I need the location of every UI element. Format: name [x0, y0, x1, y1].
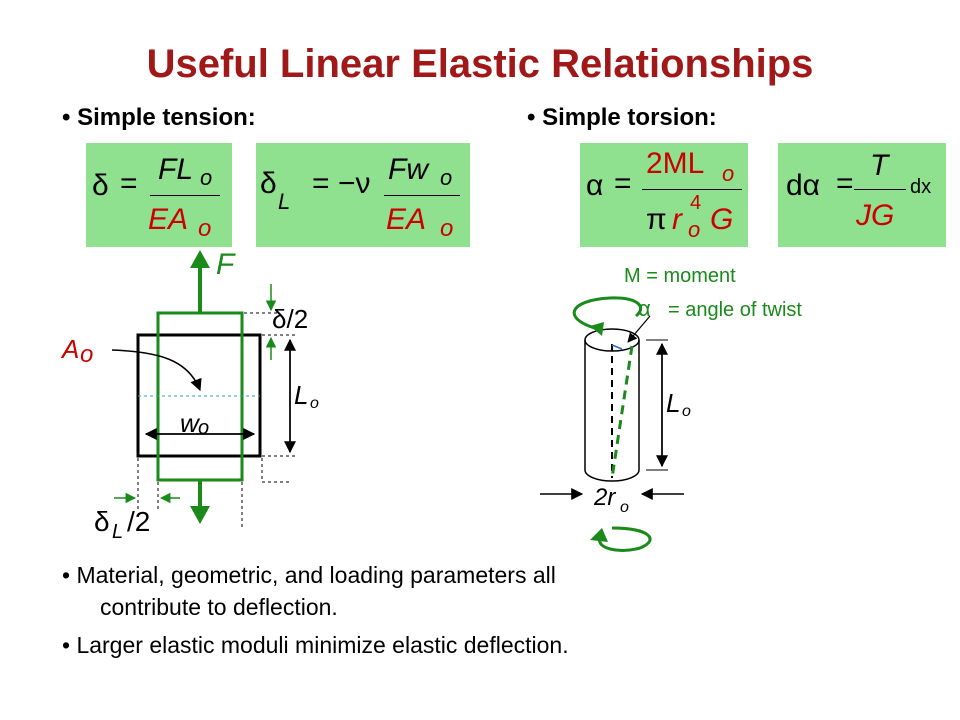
numerator: Fw — [388, 153, 428, 186]
fraction-bar — [854, 189, 906, 190]
delta-symbol: δ — [260, 167, 277, 200]
shear-modulus: G — [710, 203, 734, 236]
alpha-pointer — [627, 315, 651, 343]
bullet-1-continuation: contribute to deflection. — [100, 594, 338, 620]
denominator-subscript: o — [198, 215, 212, 242]
cylinder-bottom — [584, 469, 640, 482]
numerator: FL — [158, 153, 194, 186]
width-label: w — [180, 408, 199, 438]
radius-symbol: r — [672, 203, 682, 236]
torsion-length-label: L — [666, 388, 681, 418]
denominator-subscript: o — [440, 215, 454, 242]
dx: dx — [910, 176, 932, 198]
denominator: JG — [856, 199, 895, 232]
fraction-bar — [150, 195, 220, 196]
bullet-1: • Material, geometric, and loading param… — [62, 562, 556, 588]
denominator: EA — [148, 203, 189, 236]
moment-legend: M = moment — [624, 265, 736, 287]
delta-symbol: δ — [92, 169, 109, 202]
numerator: T — [870, 149, 889, 182]
torsion-equation-2: dα = T JG dx — [778, 143, 946, 247]
diameter-label: 2r — [594, 484, 616, 511]
alpha-legend-symbol: α — [638, 296, 651, 321]
alpha-legend-text: = angle of twist — [668, 299, 802, 321]
tension-heading: • Simple tension: — [62, 104, 256, 131]
denominator: EA — [386, 203, 427, 236]
fraction-bar — [384, 195, 460, 196]
pi-symbol: π — [646, 203, 667, 236]
delta-subscript: L — [278, 189, 291, 214]
torsion-heading: • Simple torsion: — [527, 104, 717, 131]
force-label: F — [216, 248, 235, 281]
numerator-subscript: o — [200, 165, 213, 190]
tension-diagram — [111, 250, 296, 530]
equals-sign: = — [120, 167, 138, 200]
minus-nu: −ν — [338, 167, 371, 200]
radius-exponent: 4 — [690, 192, 702, 214]
area-pointer — [111, 349, 202, 392]
force-arrowhead-up — [190, 250, 210, 268]
numerator: 2ML — [646, 147, 705, 180]
twisted-line — [610, 345, 634, 479]
half-elongation-label: δ/2 — [272, 304, 309, 334]
numerator-subscript: o — [722, 161, 735, 186]
torsion-equation-1: α = 2ML o π r 4 o G — [580, 143, 748, 247]
length-label: L — [294, 380, 309, 410]
width-subscript: o — [198, 417, 210, 439]
numerator-subscript: o — [440, 165, 453, 190]
bullet-2: • Larger elastic moduli minimize elastic… — [62, 632, 569, 658]
moment-arrow-bottom — [598, 526, 652, 552]
lateral-delta-subscript: L — [112, 521, 124, 543]
diameter-subscript: o — [620, 499, 629, 516]
fraction-bar — [642, 189, 742, 190]
area-label: A — [62, 334, 80, 364]
tension-equation-1: δ = FL o EA o — [86, 143, 232, 247]
lateral-delta-symbol: δ — [94, 506, 110, 537]
torsion-diagram — [540, 296, 684, 552]
equals-sign: = — [836, 167, 854, 200]
length-subscript: o — [310, 395, 319, 412]
equals-sign: = — [614, 167, 632, 200]
twist-angle-mark — [611, 344, 623, 350]
area-subscript: o — [80, 341, 94, 368]
equals-sign: = — [312, 167, 330, 200]
moment-arrowhead-top — [590, 322, 604, 336]
alpha-symbol: α — [586, 169, 604, 202]
lateral-half-label: /2 — [127, 506, 151, 537]
tension-equation-2: δ L = −ν Fw o EA o — [256, 143, 470, 247]
radius-subscript: o — [688, 217, 701, 242]
force-arrowhead-down — [190, 506, 210, 524]
moment-arrowhead-bottom — [590, 528, 608, 542]
d-alpha: dα — [786, 169, 821, 202]
torsion-length-subscript: o — [682, 403, 691, 420]
page-title: Useful Linear Elastic Relationships — [146, 42, 814, 86]
moment-arrow-top — [572, 296, 643, 332]
